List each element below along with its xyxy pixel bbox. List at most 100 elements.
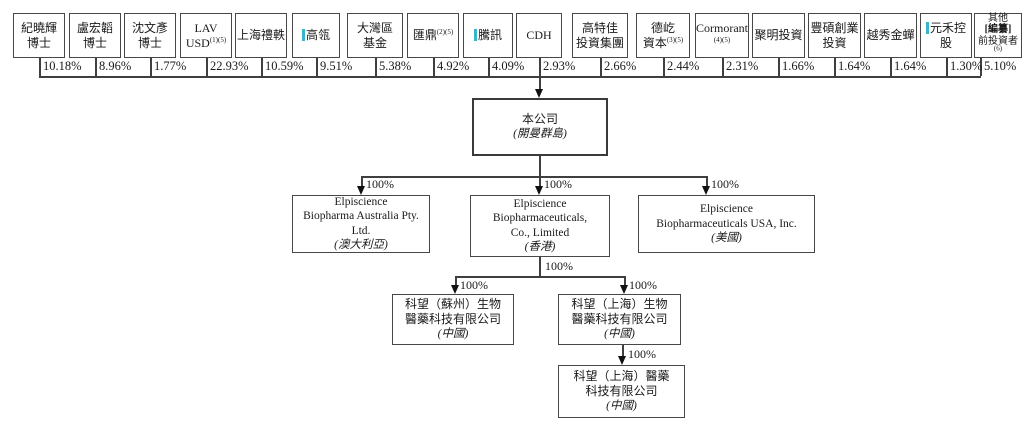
- shareholder-name: 紀曉輝 博士: [20, 21, 57, 50]
- shareholding-percent: 22.93%: [210, 59, 249, 73]
- ownership-percent: 100%: [545, 259, 573, 273]
- connector-line: [39, 76, 981, 78]
- shareholder-name: 騰訊: [477, 28, 502, 43]
- shareholding-percent: 9.51%: [320, 59, 353, 73]
- shareholder-name: 沈文彥 博士: [131, 21, 168, 50]
- shareholder-box: 元禾控股: [920, 13, 972, 58]
- shareholding-percent: 2.66%: [604, 59, 637, 73]
- connector-line: [433, 58, 435, 76]
- company-location: (開曼群島): [513, 128, 567, 141]
- shareholder-box: 豐碩創業 投資: [808, 13, 861, 58]
- subsidiary-location: (中國): [606, 400, 637, 413]
- connector-line: [834, 58, 836, 76]
- ownership-percent: 100%: [544, 177, 572, 191]
- subsidiary-location: (美國): [711, 231, 742, 244]
- connector-line: [706, 176, 708, 188]
- shareholder-box: 高特佳 投資集團: [572, 13, 628, 58]
- connector-line: [539, 176, 541, 188]
- shareholder-name: CDH: [526, 28, 552, 43]
- ownership-percent: 100%: [366, 177, 394, 191]
- shareholding-percent: 4.09%: [492, 59, 525, 73]
- shareholder-name: 越秀金蟬: [866, 28, 915, 43]
- redacted-label: [編纂]: [984, 24, 1012, 35]
- subsidiary-name: 科望（蘇州）生物 醫藥科技有限公司: [404, 297, 501, 327]
- shareholder-box: 沈文彥 博士: [124, 13, 176, 58]
- connector-line: [95, 58, 97, 76]
- shareholder-box: 盧宏韜 博士: [69, 13, 121, 58]
- shareholding-percent: 5.10%: [984, 59, 1017, 73]
- connector-line: [261, 58, 263, 76]
- subsidiary-box: 科望（上海）生物 醫藥科技有限公司 (中國): [558, 294, 681, 345]
- footnote-ref: (1)(5): [209, 35, 227, 44]
- connector-line: [150, 58, 152, 76]
- connector-arrow: [535, 186, 543, 195]
- shareholder-name: 高特佳 投資集團: [575, 21, 624, 50]
- connector-line: [778, 58, 780, 76]
- subsidiary-name: 科望（上海）生物 醫藥科技有限公司: [571, 297, 668, 327]
- shareholder-box: 越秀金蟬: [864, 13, 917, 58]
- subsidiary-box: 科望（蘇州）生物 醫藥科技有限公司 (中國): [392, 294, 514, 345]
- shareholding-percent: 10.59%: [265, 59, 304, 73]
- ownership-percent: 100%: [711, 177, 739, 191]
- subsidiary-name: Elpiscience Biopharmaceuticals USA, Inc.: [656, 203, 797, 230]
- footnote-ref: (2)(5): [436, 28, 454, 37]
- shareholder-box: LAV USD(1)(5): [180, 13, 232, 58]
- shareholder-name: Cormorant: [696, 21, 748, 36]
- subsidiary-name: 科望（上海）醫藥 科技有限公司: [573, 369, 670, 399]
- highlight-mark-icon: [925, 22, 929, 35]
- ownership-percent: 100%: [628, 347, 656, 361]
- connector-line: [39, 58, 41, 76]
- shareholder-name: 豐碩創業 投資: [810, 21, 859, 50]
- shareholding-percent: 1.77%: [154, 59, 187, 73]
- shareholder-name: LAV USD: [185, 21, 218, 50]
- shareholder-name: 前投資者: [978, 35, 1018, 47]
- shareholder-box: 聚明投資: [752, 13, 805, 58]
- connector-arrow: [535, 89, 543, 98]
- shareholder-box-other: 其他 [編纂] 前投資者(6): [974, 13, 1022, 58]
- connector-arrow: [618, 356, 626, 365]
- connector-line: [722, 58, 724, 76]
- subsidiary-location: (澳大利亞): [334, 239, 388, 252]
- shareholder-name: 元禾控股: [929, 21, 966, 50]
- connector-line: [539, 58, 541, 76]
- footnote-ref: (3)(5): [666, 35, 684, 44]
- shareholding-percent: 5.38%: [379, 59, 412, 73]
- connector-line: [316, 58, 318, 76]
- connector-line: [980, 58, 982, 76]
- shareholder-box: 匯鼎(2)(5): [407, 13, 459, 58]
- connector-line: [890, 58, 892, 76]
- connector-line: [539, 257, 541, 276]
- ownership-percent: 100%: [629, 278, 657, 292]
- connector-line: [539, 156, 541, 177]
- shareholding-percent: 2.93%: [543, 59, 576, 73]
- shareholder-name: 大灣區 基金: [356, 21, 393, 50]
- shareholder-box: 騰訊: [463, 13, 513, 58]
- shareholding-percent: 1.30%: [950, 59, 983, 73]
- connector-arrow: [451, 285, 459, 294]
- shareholder-box: 上海禮軼: [235, 13, 287, 58]
- footnote-ref: (6): [993, 44, 1003, 53]
- shareholder-name: 其他: [988, 12, 1008, 24]
- subsidiary-box: 科望（上海）醫藥 科技有限公司 (中國): [558, 365, 685, 418]
- connector-line: [375, 58, 377, 76]
- company-name: 本公司: [521, 112, 558, 127]
- shareholder-name: 上海禮軼: [236, 28, 285, 43]
- connector-arrow: [620, 285, 628, 294]
- shareholder-box: Cormorant (4)(5): [695, 13, 749, 58]
- subsidiary-location: (中國): [604, 328, 635, 341]
- connector-line: [539, 76, 541, 91]
- subsidiary-location: (中國): [437, 328, 469, 341]
- shareholding-percent: 1.66%: [782, 59, 815, 73]
- shareholding-percent: 10.18%: [43, 59, 82, 73]
- shareholder-name: 高瓴: [305, 28, 330, 43]
- ownership-percent: 100%: [460, 278, 488, 292]
- connector-line: [624, 276, 626, 287]
- shareholder-name: 德屹 資本: [642, 21, 675, 50]
- connector-line: [622, 345, 624, 357]
- subsidiary-box: Elpiscience Biopharmaceuticals, Co., Lim…: [470, 195, 610, 257]
- shareholder-name: 盧宏韜 博士: [76, 21, 113, 50]
- connector-line: [946, 58, 948, 76]
- shareholder-box: 大灣區 基金: [347, 13, 403, 58]
- connector-line: [455, 276, 624, 278]
